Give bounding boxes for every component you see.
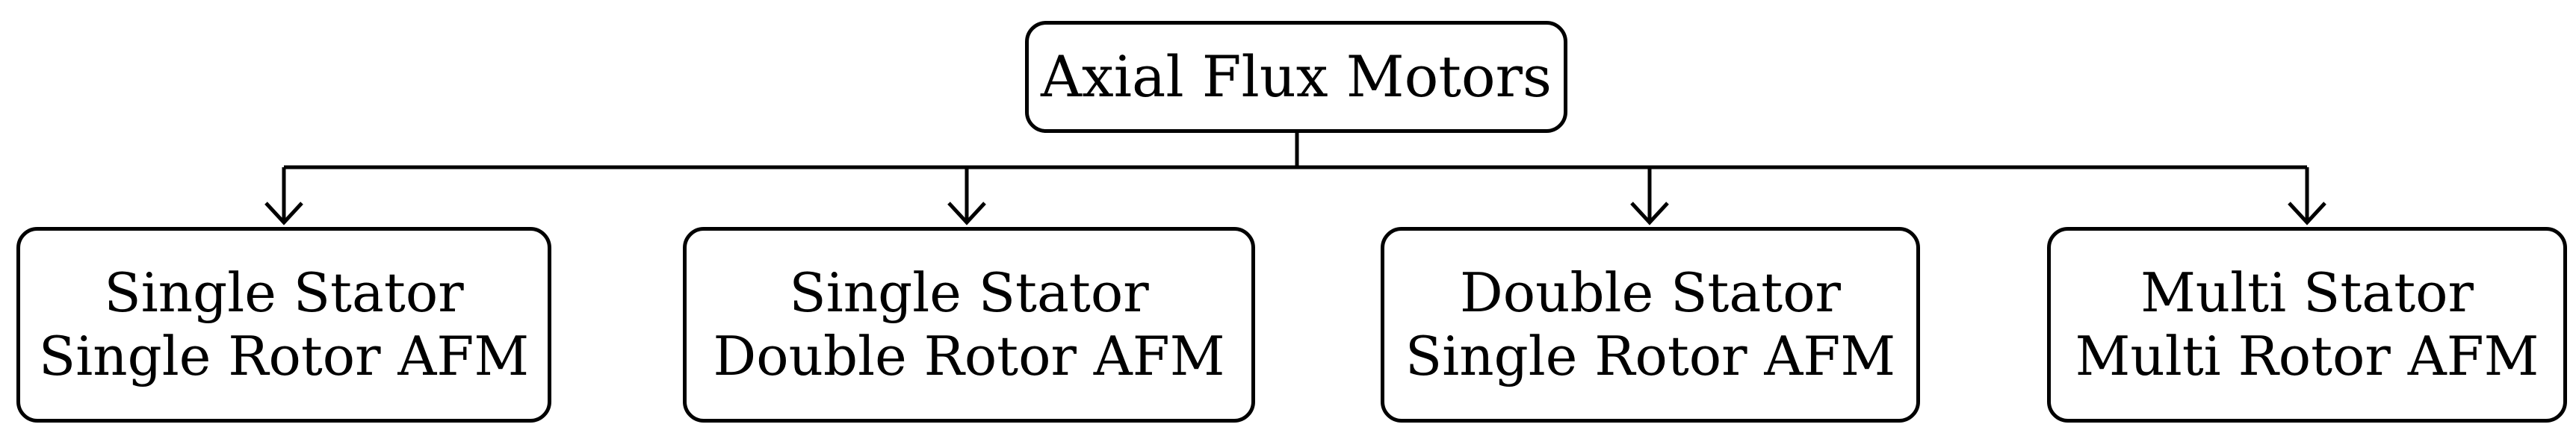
root-node: Axial Flux Motors — [1025, 21, 1567, 133]
child-node-1-line-1: Single Stator — [104, 261, 464, 325]
child-node-double-stator-single-rotor: Double Stator Single Rotor AFM — [1381, 227, 1920, 423]
child-node-2-line-2: Double Rotor AFM — [713, 325, 1225, 387]
arrowhead-4 — [2288, 202, 2326, 225]
arrowhead-2 — [947, 202, 986, 225]
child-node-single-stator-double-rotor: Single Stator Double Rotor AFM — [683, 227, 1255, 423]
child-node-3-line-1: Double Stator — [1460, 261, 1841, 325]
child-node-4-line-2: Multi Rotor AFM — [2075, 325, 2539, 387]
root-node-label: Axial Flux Motors — [1040, 43, 1552, 110]
child-node-2-line-1: Single Stator — [789, 261, 1149, 325]
child-node-1-line-2: Single Rotor AFM — [38, 325, 530, 387]
child-node-multi-stator-multi-rotor: Multi Stator Multi Rotor AFM — [2047, 227, 2567, 423]
child-node-4-line-1: Multi Stator — [2140, 261, 2474, 325]
child-node-single-stator-single-rotor: Single Stator Single Rotor AFM — [16, 227, 551, 423]
arrowhead-1 — [264, 202, 303, 225]
child-node-3-line-2: Single Rotor AFM — [1405, 325, 1896, 387]
arrowhead-3 — [1630, 202, 1669, 225]
